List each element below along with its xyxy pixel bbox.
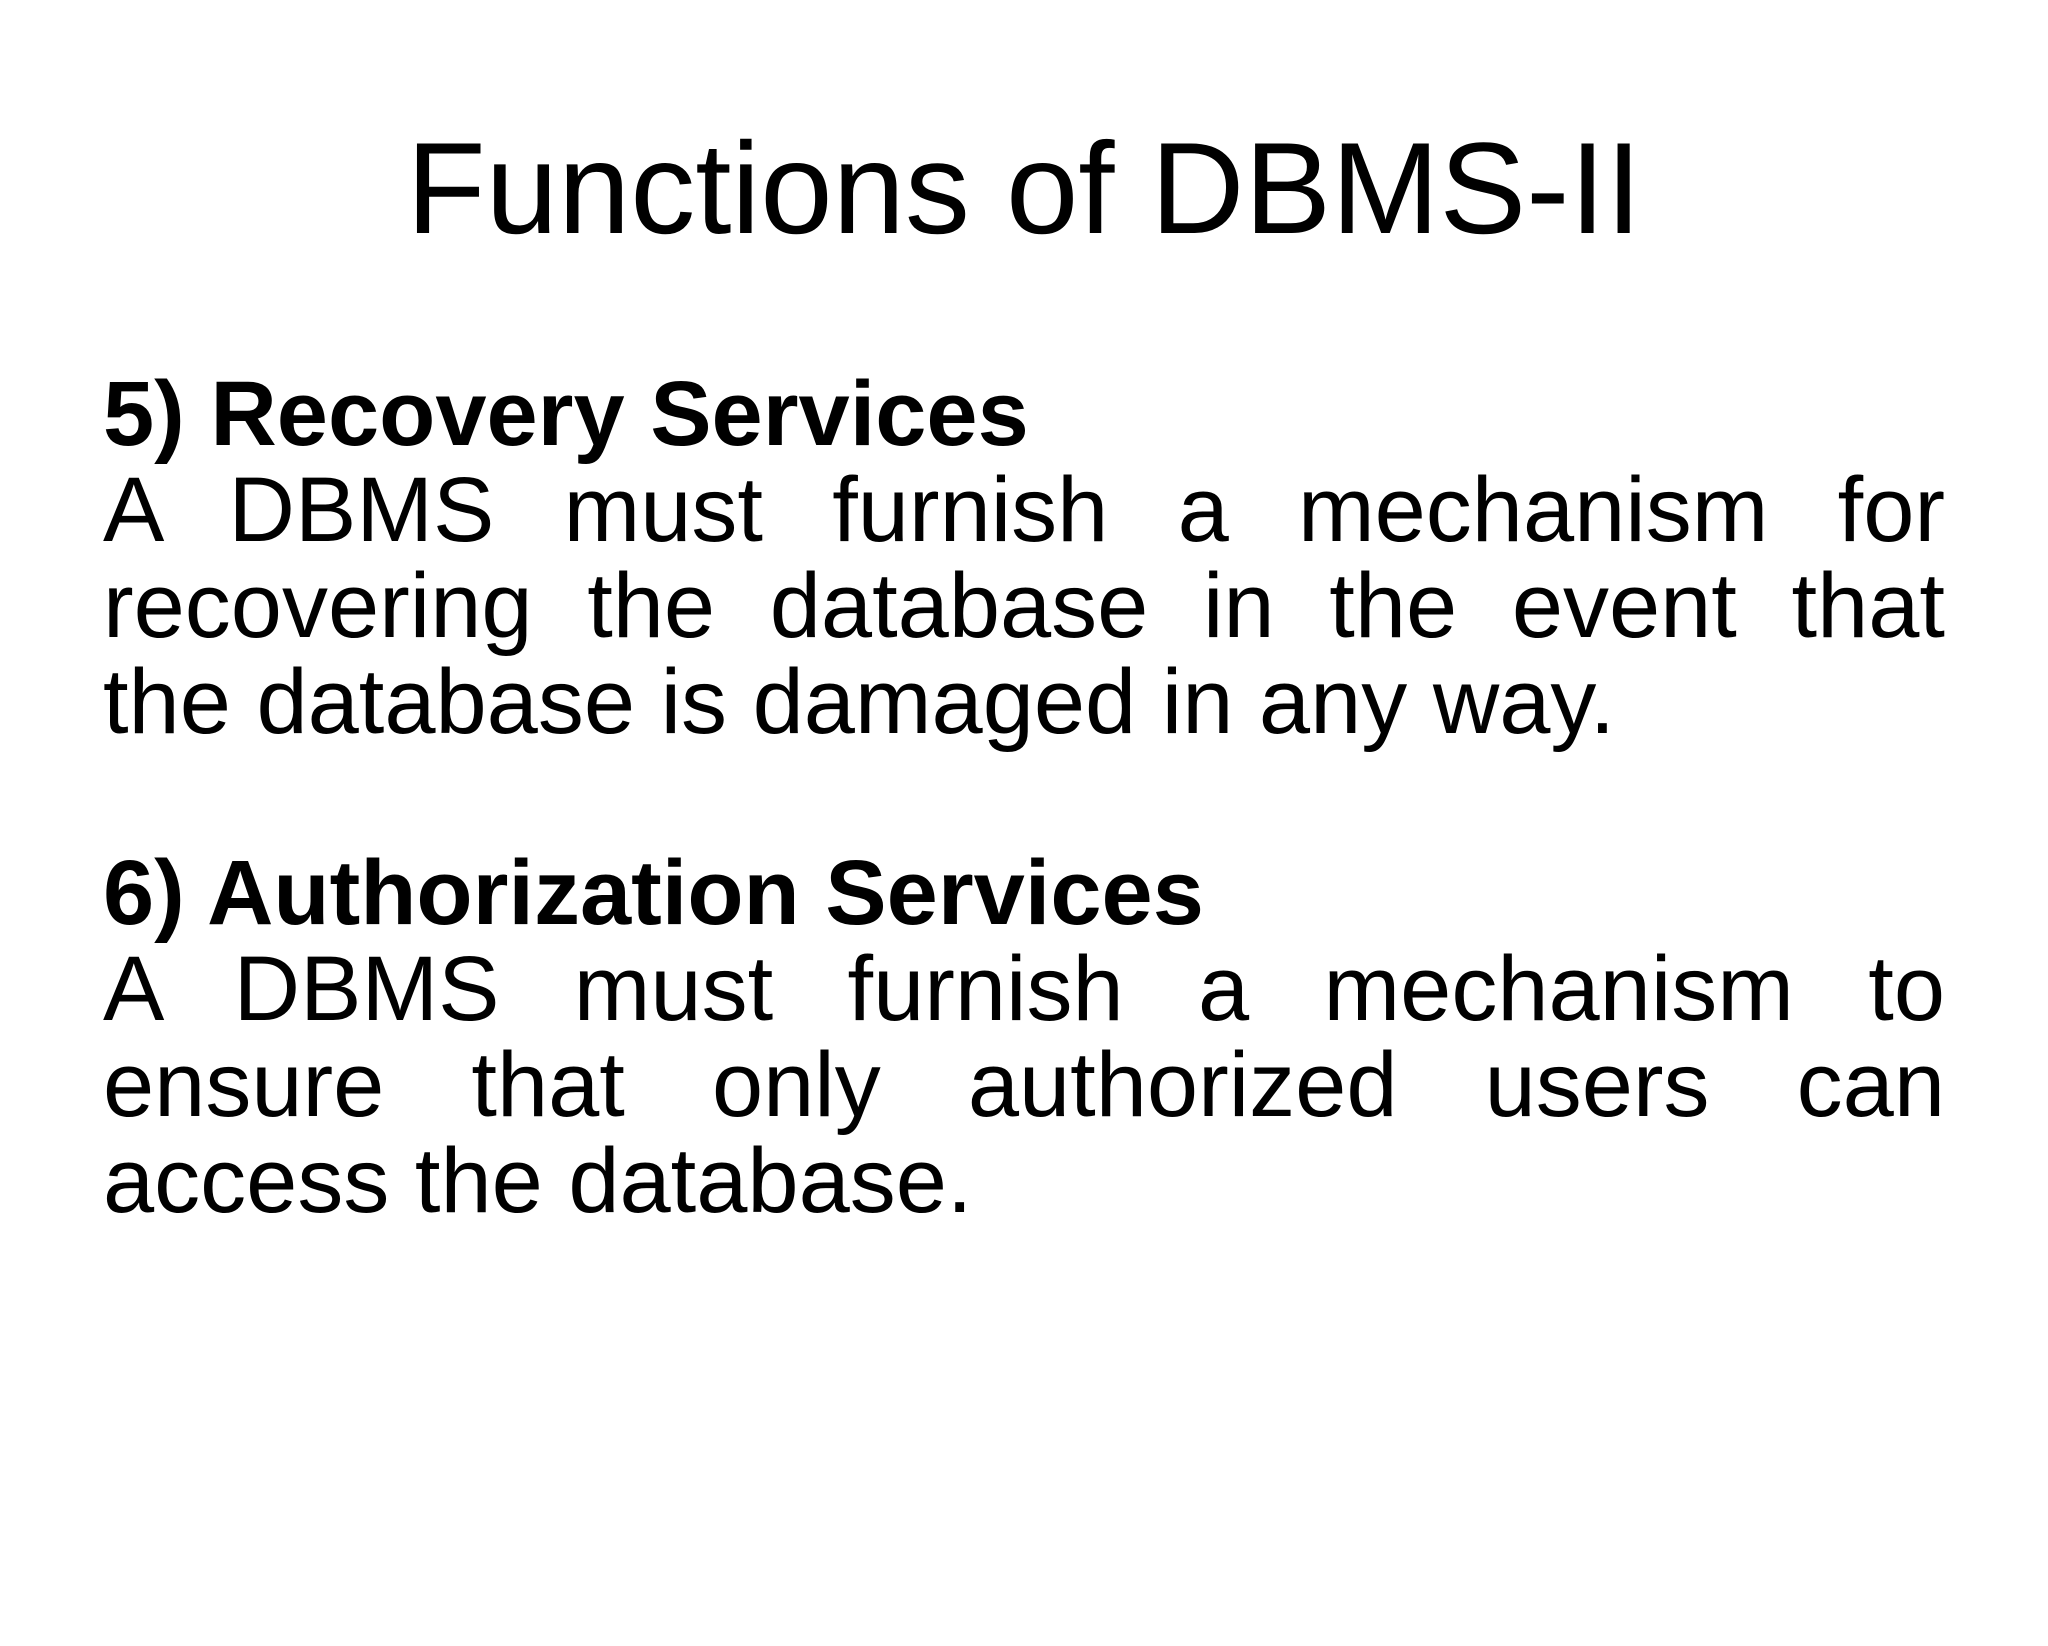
section-heading-authorization-services: 6) Authorization Services — [103, 842, 1204, 944]
paragraph-line: the database is damaged in any way. — [103, 651, 1616, 753]
paragraph-line: A DBMS must furnish a mechanism for — [103, 459, 1945, 561]
slide-title: Functions of DBMS-II — [406, 115, 1642, 261]
paragraph-line: ensure that only authorized users can — [103, 1034, 1945, 1136]
paragraph-line: access the database. — [103, 1130, 973, 1232]
paragraph-recovery-services: A DBMS must furnish a mechanism for reco… — [103, 462, 1945, 750]
paragraph-line: recovering the database in the event tha… — [103, 555, 1945, 657]
section-heading-recovery-services: 5) Recovery Services — [103, 363, 1029, 465]
slide: Functions of DBMS-II 5) Recovery Service… — [0, 110, 2048, 1646]
paragraph-authorization-services: A DBMS must furnish a mechanism to ensur… — [103, 941, 1945, 1229]
paragraph-line: A DBMS must furnish a mechanism to — [103, 938, 1945, 1040]
